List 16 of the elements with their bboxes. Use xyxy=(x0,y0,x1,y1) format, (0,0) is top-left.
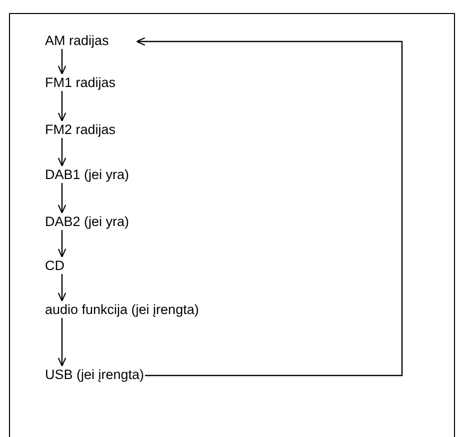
arrow xyxy=(58,230,66,258)
arrow xyxy=(58,183,66,214)
arrow xyxy=(58,49,66,75)
mode-label: audio funkcija (jei įrengta) xyxy=(45,302,199,317)
mode-label: AM radijas xyxy=(45,33,109,48)
mode-label: CD xyxy=(45,258,64,273)
mode-label: FM1 radijas xyxy=(45,75,116,90)
mode-label: USB (jei įrengta) xyxy=(45,367,144,382)
mode-label: FM2 radijas xyxy=(45,122,116,137)
arrow xyxy=(58,91,66,122)
arrow xyxy=(136,37,403,376)
arrow xyxy=(58,274,66,302)
arrow xyxy=(58,318,66,367)
mode-label: DAB1 (jei yra) xyxy=(45,167,130,182)
arrow xyxy=(58,138,66,167)
mode-label: DAB2 (jei yra) xyxy=(45,214,130,229)
